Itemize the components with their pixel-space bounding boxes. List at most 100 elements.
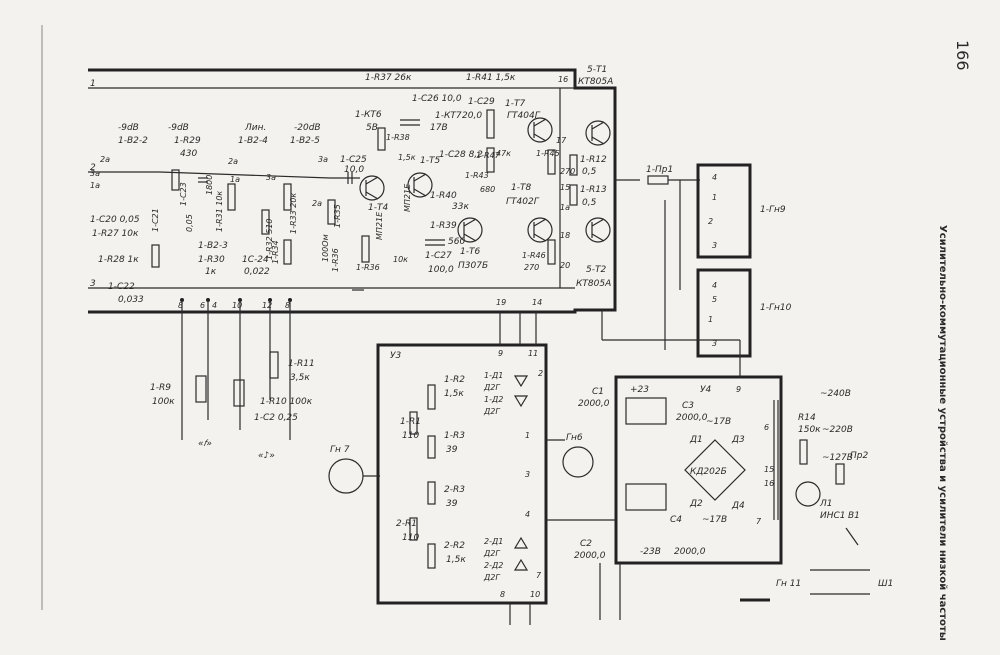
label-c27: 1-С27 <box>425 251 452 261</box>
resistor-r12 <box>569 154 578 176</box>
pin-6: 6 <box>200 301 205 310</box>
label-r1a: 1-R1 <box>400 417 421 427</box>
gn10-pin-4: 3 <box>712 339 717 348</box>
resistor-r45 <box>547 149 556 175</box>
diode-2-d2 <box>513 558 529 571</box>
label-b24: 1-В2-4 <box>238 136 268 146</box>
label-d1: Д1 <box>689 435 703 445</box>
label-r38v: 1,5к <box>398 153 416 162</box>
label-r43v: 680 <box>480 185 495 194</box>
label-d1a: 1-Д1 <box>484 371 503 380</box>
label-c3v: 2000,0 <box>676 413 708 423</box>
label-pr2: Пр2 <box>850 451 868 461</box>
board-u3 <box>376 343 548 605</box>
label-c-bot: 2000,0 <box>674 547 706 557</box>
label-r14: R14 <box>798 413 816 423</box>
label-gn7: Гн 7 <box>330 445 350 455</box>
label-r2b: 2-R2 <box>444 541 465 551</box>
label-t4: 1-Т4 <box>368 203 388 213</box>
label-kt7: 1-КТ7 <box>435 111 462 121</box>
resistor-r46 <box>547 239 556 265</box>
resistor-r36 <box>361 235 370 263</box>
label-c29: 1-С29 <box>468 97 495 107</box>
bass-symbol: «♪» <box>258 451 275 461</box>
pin-16: 16 <box>558 75 568 84</box>
transistor-t6 <box>457 217 483 243</box>
u3-pin-2: 2 <box>538 369 543 378</box>
label-c28: 1-С28 8,2 <box>439 150 483 160</box>
u4-pin-6: 6 <box>764 423 769 432</box>
potentiometer-r10[interactable] <box>233 379 245 407</box>
pin-18: 18 <box>560 231 570 240</box>
label-r46v: 270 <box>524 263 539 272</box>
din-socket-gn6[interactable] <box>562 446 594 478</box>
pin-19: 19 <box>496 298 506 307</box>
pin-1-board: 8 <box>285 301 290 310</box>
resistor-r38 <box>377 127 386 151</box>
label-r41: 1-R41 1,5к <box>466 73 516 83</box>
label-d2av: Д2Г <box>483 407 500 416</box>
label-r36b: 1-R36 <box>331 248 340 272</box>
label-kt805a-bot: КТ805А <box>576 279 611 289</box>
wire-signal-chain <box>159 171 331 179</box>
label-r3bv: 39 <box>446 499 458 509</box>
label-c1: С1 <box>592 387 604 397</box>
resistor-2-r3 <box>427 481 436 505</box>
label-r13: 1-R13 <box>580 185 607 195</box>
label-r3b: 2-R3 <box>444 485 465 495</box>
diode-bridge <box>684 439 746 501</box>
label-d2: Д2 <box>689 499 703 509</box>
sw-lin-3a: 1а <box>230 175 240 184</box>
label-c22: 1-С22 <box>108 282 135 292</box>
label-r31: 1-R31 10к <box>215 191 224 232</box>
label-u3: У3 <box>390 351 401 361</box>
label-c20: 1-С20 0,05 <box>90 215 140 225</box>
board-outline <box>88 68 617 314</box>
resistor-r13 <box>569 184 578 206</box>
sw-3a: 1а <box>90 181 100 190</box>
label-r40: 1-R40 <box>430 191 457 201</box>
label-d4: Д4 <box>731 501 745 511</box>
label-kt6: 1-КТ6 <box>355 110 382 120</box>
capacitor-c2-c4 <box>625 483 667 511</box>
label-r47v: 47к <box>496 149 511 158</box>
potentiometer-r9[interactable] <box>195 375 207 403</box>
u4-pin-16: 16 <box>764 479 774 488</box>
label-t1: 5-Т1 <box>587 65 607 75</box>
u3-pin-7: 7 <box>536 571 542 580</box>
power-switch-b1[interactable] <box>845 527 859 546</box>
u3-pin-9: 9 <box>498 349 503 358</box>
label-u4: У4 <box>700 385 711 395</box>
label-r9: 1-R9 <box>150 383 171 393</box>
sw-2a: 3а <box>90 169 100 178</box>
label-r14v: 150к <box>798 425 821 435</box>
label-b23: 1-В2-3 <box>198 241 228 251</box>
label-d1bv: Д2Г <box>483 549 500 558</box>
label-c4: С4 <box>670 515 682 525</box>
label-l1: Л1 <box>819 499 833 509</box>
gn10-pin-2: 5 <box>712 295 717 304</box>
resistor-1-r2 <box>427 384 436 410</box>
u3-pin-10: 10 <box>530 590 540 599</box>
label-r33: 1-R33 20к <box>289 193 298 234</box>
label-r35v: 100Ом <box>321 234 330 262</box>
din-socket-gn7[interactable] <box>328 458 364 494</box>
resistor-r47 <box>486 147 495 173</box>
label-r27: 1-R27 10к <box>92 229 139 239</box>
label-r29: 1-R29 <box>174 136 201 146</box>
label-r38: 1-R38 <box>386 133 410 142</box>
u3-pin-4: 4 <box>525 510 530 519</box>
label-c21: 1-С21 <box>151 208 160 232</box>
resistor-r32 <box>261 209 270 235</box>
label-gn10: 1-Гн10 <box>760 303 792 313</box>
label-r39v: 560 <box>448 237 465 247</box>
line-1-label: 1 <box>90 79 96 89</box>
label-db9b: -9dB <box>168 123 189 133</box>
label-p307b: П307Б <box>458 261 488 271</box>
label-d2bv: Д2Г <box>483 573 500 582</box>
label-r34: 1-R34 <box>271 240 280 264</box>
indicator-lamp-l1 <box>795 481 821 507</box>
label-gn11: Гн 11 <box>776 579 801 589</box>
label-r2a: 1-R2 <box>444 375 465 385</box>
label-ins1: ИНС1 <box>820 511 846 521</box>
